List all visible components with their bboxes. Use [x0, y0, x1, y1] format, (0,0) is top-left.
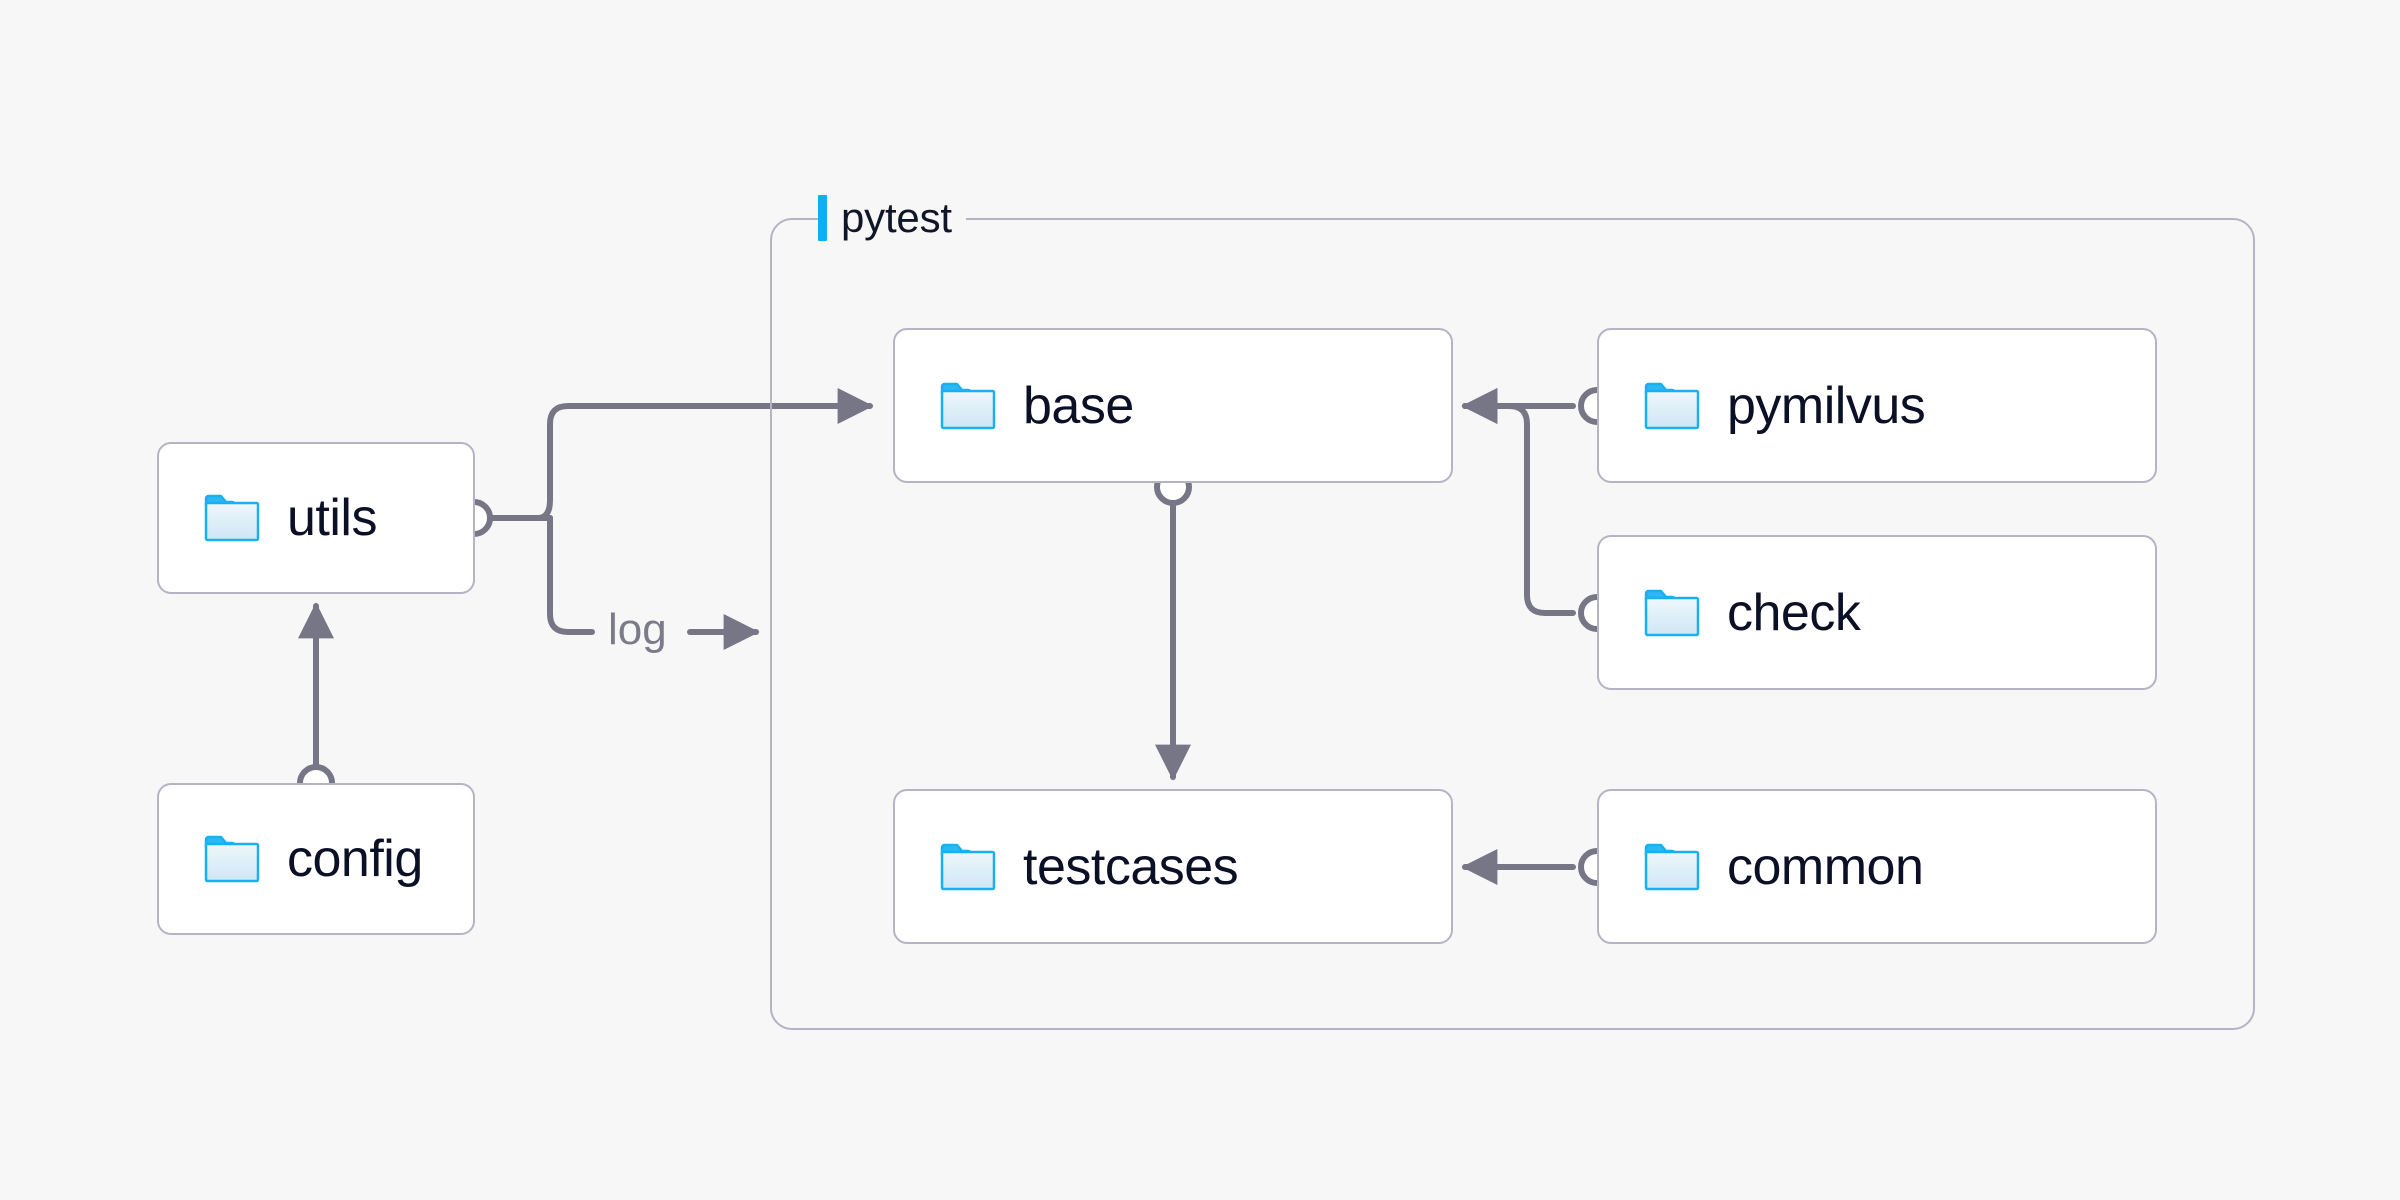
node-pymilvus-label: pymilvus [1727, 376, 1926, 435]
node-check-label: check [1727, 583, 1861, 642]
wire-utils-to-log [546, 515, 595, 635]
folder-icon [940, 382, 996, 429]
node-check[interactable]: check [1597, 535, 2157, 690]
folder-icon [204, 835, 260, 883]
accent-bar-icon [818, 195, 827, 241]
group-pytest-label-text: pytest [841, 194, 952, 241]
folder-icon [204, 494, 260, 542]
node-common-label: common [1727, 837, 1924, 896]
group-pytest-label: pytest [818, 190, 966, 246]
folder-icon [1644, 589, 1700, 636]
node-pymilvus[interactable]: pymilvus [1597, 328, 2157, 483]
folder-icon [1644, 843, 1700, 890]
folder-icon [1644, 382, 1700, 429]
node-testcases[interactable]: testcases [893, 789, 1453, 944]
folder-icon [940, 843, 996, 890]
group-pytest[interactable] [770, 218, 2255, 1030]
edge-label-log: log [608, 605, 667, 654]
node-utils-label: utils [287, 489, 377, 547]
node-config[interactable]: config [157, 783, 475, 935]
node-base[interactable]: base [893, 328, 1453, 483]
node-common[interactable]: common [1597, 789, 2157, 944]
node-base-label: base [1023, 376, 1134, 435]
node-testcases-label: testcases [1023, 837, 1239, 896]
node-utils[interactable]: utils [157, 442, 475, 594]
node-config-label: config [287, 830, 423, 888]
